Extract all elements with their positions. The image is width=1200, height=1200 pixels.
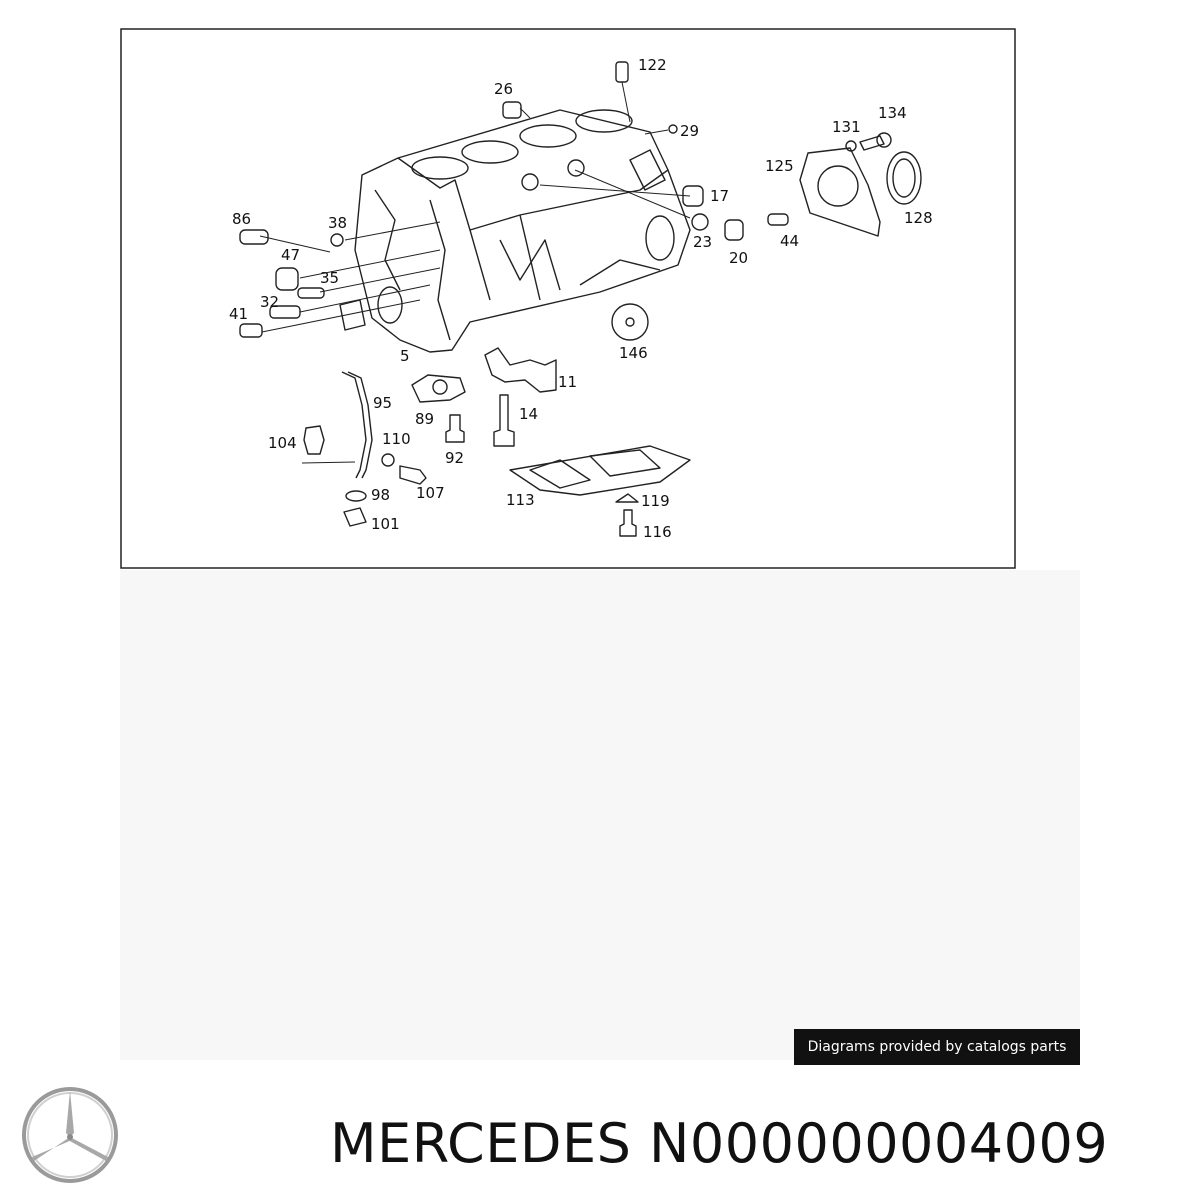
part-86 [239,229,269,245]
callout-label: 11 [558,373,578,391]
part-128 [886,151,922,205]
callout-label: 116 [643,523,672,541]
callout-label: 107 [416,484,445,502]
brand-part-title: MERCEDES N000000004009 [330,1112,1108,1175]
callout-label: 134 [878,104,907,122]
part-17 [682,185,704,207]
part-23 [691,213,709,231]
part-26 [502,101,522,119]
callout-label: 32 [260,293,280,311]
watermark-background [120,570,1080,1060]
part-146 [611,303,649,341]
callout-label: 26 [494,80,514,98]
part-44 [767,213,789,226]
mercedes-star-icon [22,1087,118,1183]
callout-label: 20 [729,249,749,267]
part-47 [275,267,299,291]
callout-label: 104 [268,434,297,452]
leader-lines [259,81,691,464]
part-113 [509,445,691,496]
parts-diagram [120,28,1016,569]
callout-label: 95 [373,394,393,412]
callout-label: 98 [371,486,391,504]
callout-label: 101 [371,515,400,533]
callout-label: 17 [710,187,730,205]
callout-label: 23 [693,233,713,251]
callout-label: 86 [232,210,252,228]
callout-label: 146 [619,344,648,362]
callout-label: 122 [638,56,667,74]
callout-label: 131 [832,118,861,136]
part-number: N000000004009 [649,1112,1109,1175]
callout-label: 47 [281,246,301,264]
callout-label: 29 [680,122,700,140]
part-38 [330,233,344,247]
part-119 [615,493,639,503]
credit-banner: Diagrams provided by catalogs parts [794,1029,1080,1065]
callout-label: 92 [445,449,465,467]
engine-block [339,109,691,353]
part-20 [724,219,744,241]
part-134 [859,135,885,151]
diagram-frame [120,28,1016,569]
callout-label: 35 [320,269,340,287]
part-92 [445,414,465,443]
callout-label: 38 [328,214,348,232]
callout-label: 14 [519,405,539,423]
part-11 [484,347,557,393]
part-14 [493,394,515,447]
part-116 [619,509,637,537]
part-101 [343,507,367,527]
part-95 [341,371,367,479]
part-104 [303,425,325,455]
callout-label: 128 [904,209,933,227]
part-98 [345,490,367,502]
part-122 [615,61,629,83]
part-29 [668,124,678,134]
part-131 [845,140,857,152]
callout-label: 44 [780,232,800,250]
part-107 [399,465,427,485]
part-125 [799,147,881,237]
callout-label: 110 [382,430,411,448]
part-35 [297,287,325,299]
part-89 [411,374,466,403]
brand-name: MERCEDES [330,1112,632,1175]
callout-label: 125 [765,157,794,175]
callout-label: 113 [506,491,535,509]
callout-label: 89 [415,410,435,428]
part-110 [381,453,395,467]
callout-label: 119 [641,492,670,510]
part-32 [269,305,301,319]
callout-label: 41 [229,305,249,323]
part-41 [239,323,263,338]
callout-label: 5 [400,347,410,365]
